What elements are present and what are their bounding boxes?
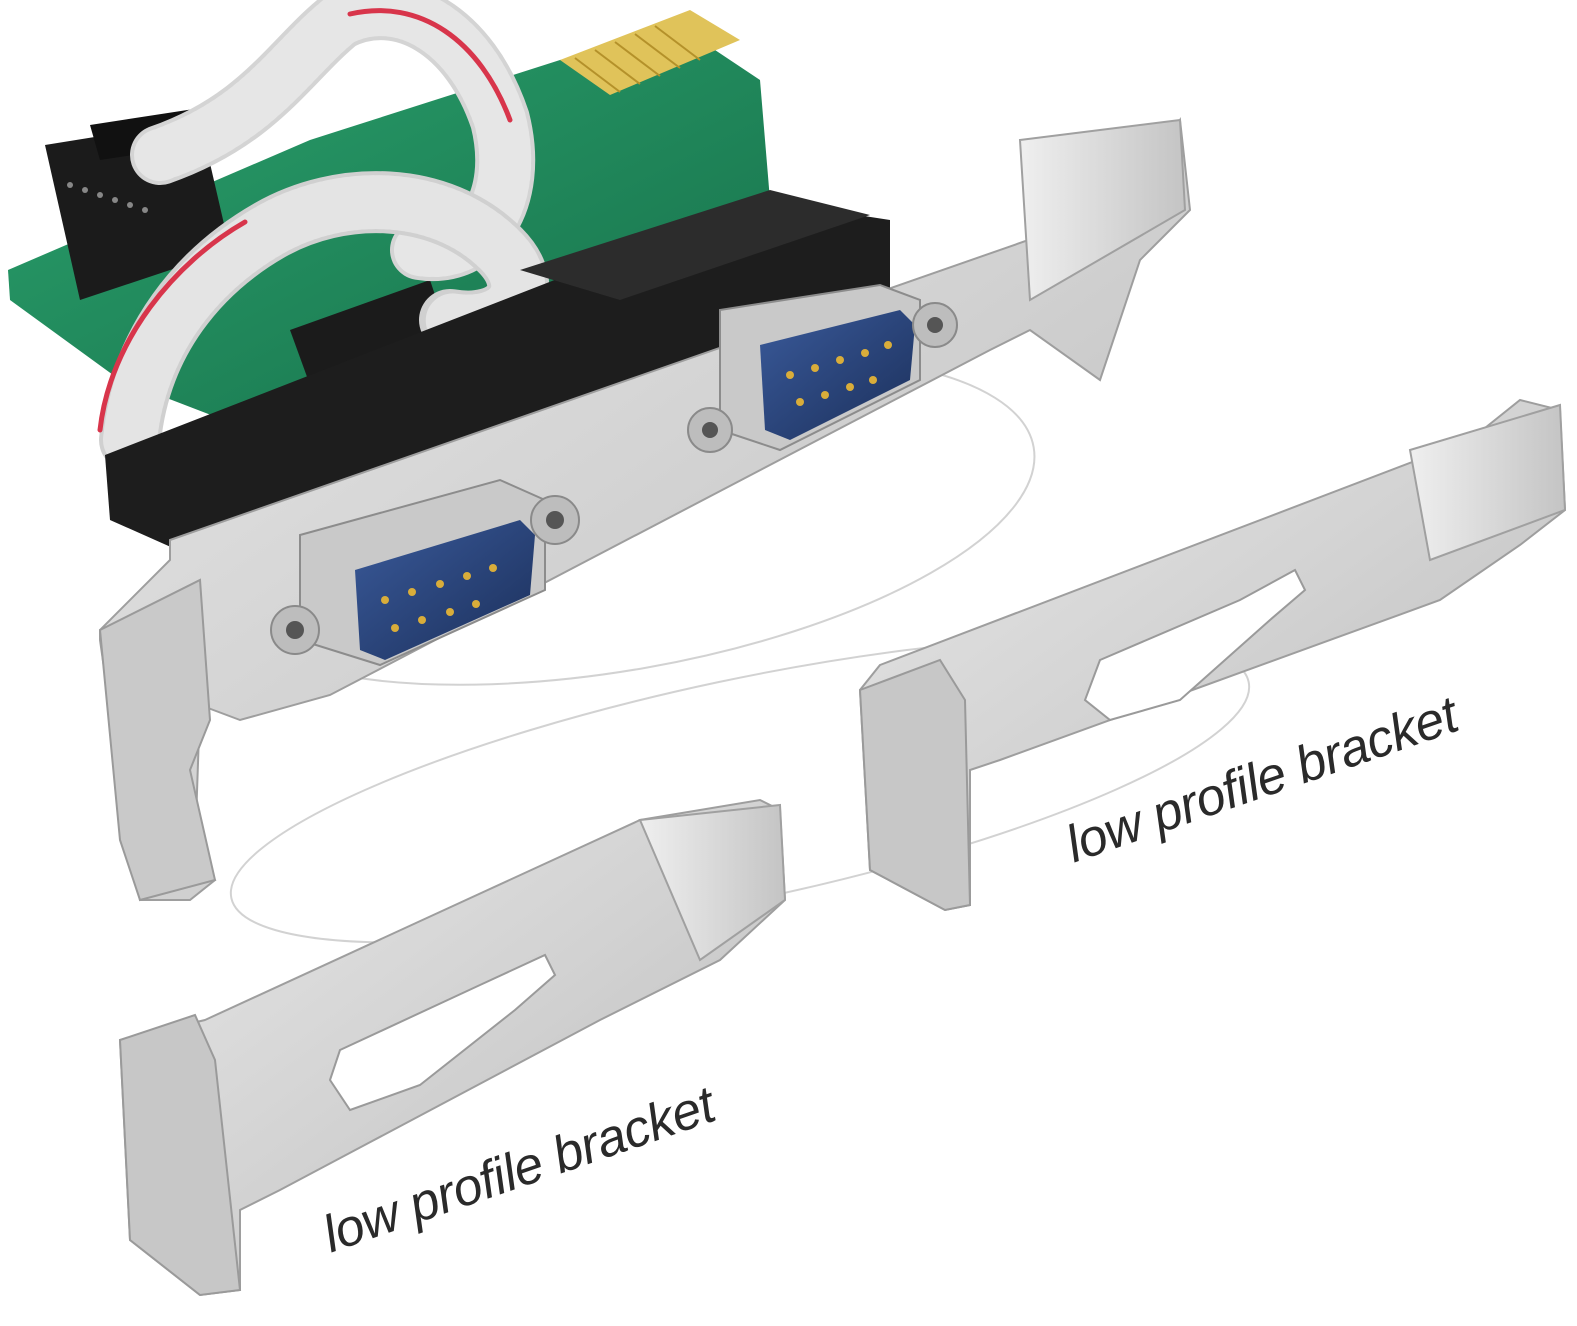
low-profile-bracket-right xyxy=(858,398,1567,912)
connector-housing xyxy=(105,190,890,560)
low-profile-bracket-left xyxy=(118,798,787,1297)
db9-connector-lower xyxy=(270,478,580,667)
ribbon-cable xyxy=(97,0,550,471)
db9-connector-upper xyxy=(687,283,958,453)
